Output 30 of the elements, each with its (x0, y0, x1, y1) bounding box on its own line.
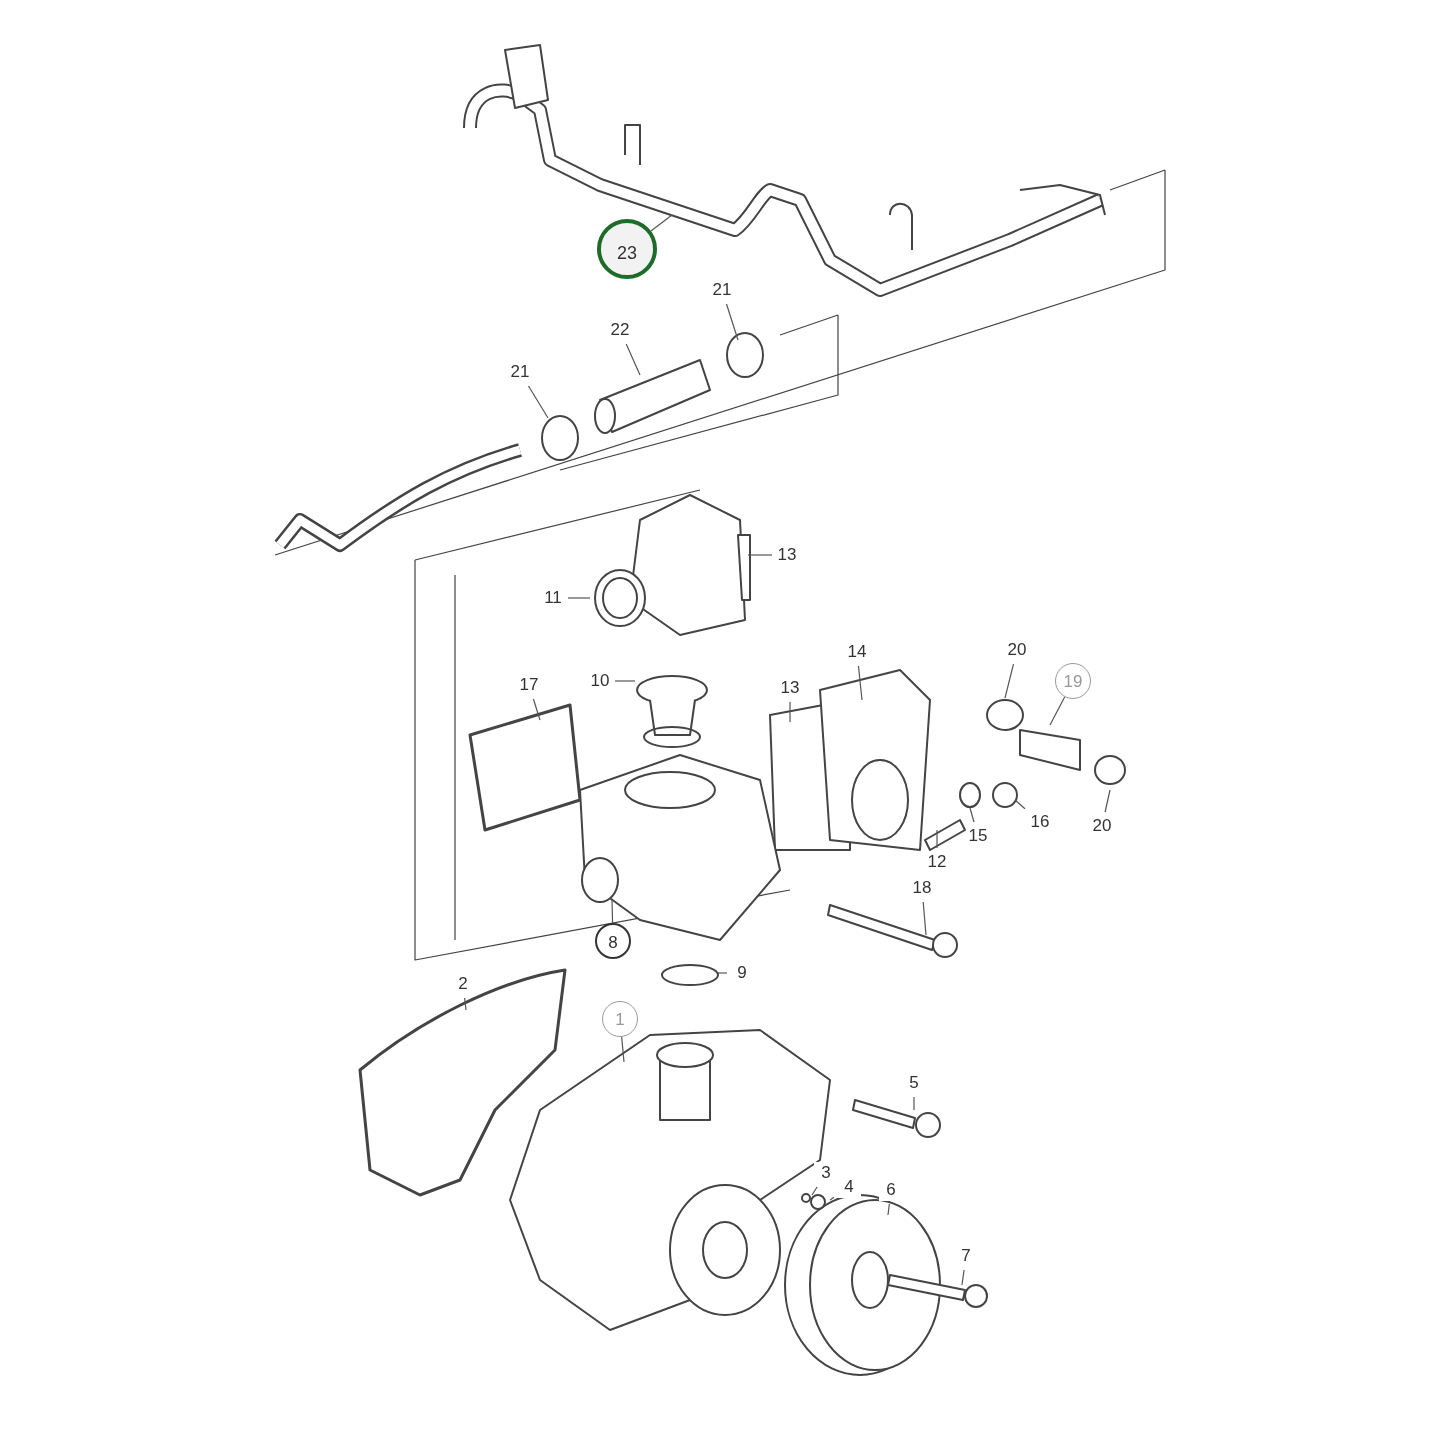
circled-callout-number: 23 (597, 219, 657, 279)
leader-line (464, 997, 467, 1011)
leader-line (625, 343, 641, 376)
leader-line (650, 214, 673, 232)
leader-line (1104, 789, 1111, 813)
leader-line (725, 303, 739, 341)
leader-line (913, 1096, 915, 1111)
leader-line (621, 1036, 625, 1063)
leader-line (717, 972, 728, 974)
leader-line (887, 1203, 890, 1216)
circled-callout-number: 1 (602, 1001, 638, 1037)
leader-line (532, 698, 541, 721)
leader-line (922, 901, 927, 936)
leader-line (567, 597, 591, 599)
leader-line (1004, 663, 1015, 699)
leader-line (936, 829, 938, 849)
leader-line (614, 680, 636, 682)
circled-callout-number: 19 (1055, 663, 1091, 699)
leader-line (811, 1186, 818, 1196)
leader-line (789, 701, 791, 723)
leader-line (829, 1196, 835, 1201)
leader-line (747, 554, 773, 556)
leader-line (857, 665, 863, 701)
leader-line (611, 899, 614, 924)
leader-line (961, 1269, 965, 1286)
leader-line (1049, 696, 1066, 726)
circled-callout-number: 8 (595, 923, 631, 959)
leader-line (1014, 799, 1026, 810)
leader-line (527, 385, 549, 419)
leader-line (969, 807, 975, 823)
